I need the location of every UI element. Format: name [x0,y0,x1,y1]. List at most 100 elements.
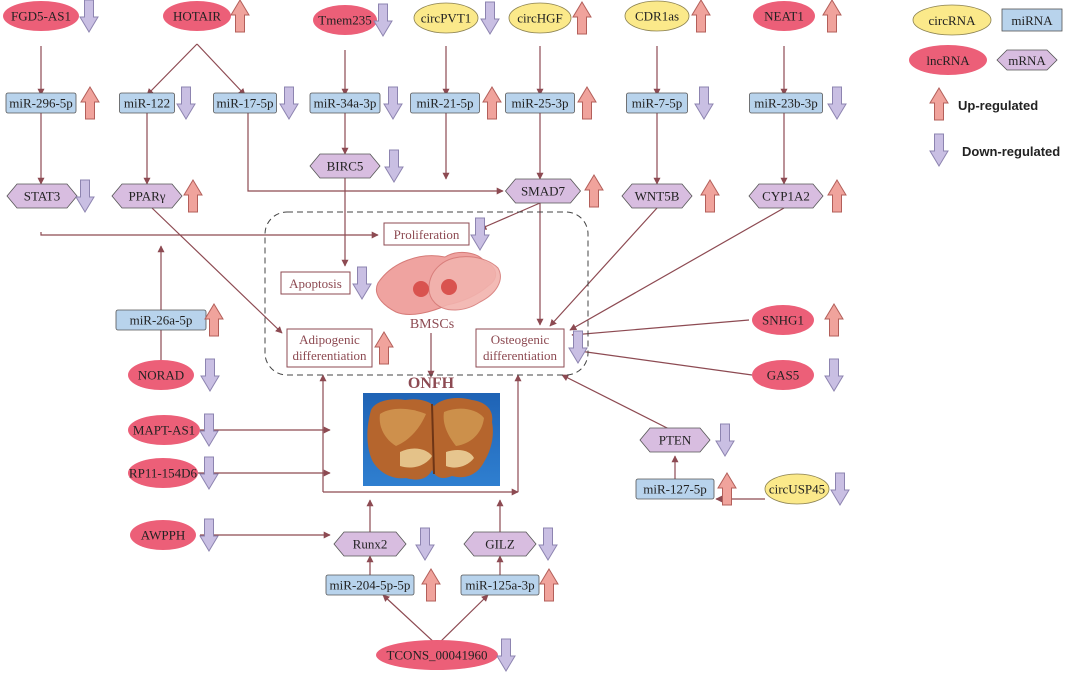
down-regulated-arrow-icon [75,179,95,213]
regulation-edge [571,319,750,338]
legend: circRNA miRNA lncRNA mRNA Up-regulated D… [909,4,1063,167]
down-regulated-arrow-icon [373,3,393,37]
adipogenic-differentiation-box [286,328,373,368]
circrna-shape [624,0,690,32]
node-rp11: RP11-154D6 [128,456,219,490]
proliferation-label: Proliferation [394,227,460,242]
mrna-shape [333,531,407,557]
onfh-title: ONFH [408,375,455,392]
circrna-shape [764,473,830,505]
up-regulated-arrow-icon [824,303,844,337]
node-mir122: miR-122 [119,86,196,120]
mrna-shape [639,427,711,453]
legend-mirna-label: miRNA [1011,13,1053,28]
node-label-neat1: NEAT1 [764,9,804,24]
up-regulated-arrow-icon [421,568,441,602]
legend-up-label: Up-regulated [958,98,1038,113]
legend-circrna-label: circRNA [929,13,977,28]
node-label-circpvt1: circPVT1 [421,11,472,26]
up-regulated-arrow-icon [700,179,720,213]
node-label-circhgf: circHGF [517,11,563,26]
apoptosis-box [280,271,351,295]
node-label-mir127: miR-127-5p [643,482,707,497]
down-regulated-arrow-icon [176,86,196,120]
mrna-shape [748,183,824,209]
node-wnt5b: WNT5B [621,179,720,213]
node-mir125a: miR-125a-3p [460,568,559,602]
femoral-head-photo-icon [363,393,500,486]
node-label-fgd5as1: FGD5-AS1 [11,9,71,24]
node-tmem235: Tmem235 [313,3,393,37]
regulation-edge [40,231,379,239]
node-label-norad: NORAD [138,368,184,383]
lncrna-shape [128,458,198,488]
node-label-mir34a: miR-34a-3p [314,96,377,111]
legend-down-arrow-icon [929,133,949,167]
up-regulated-arrow-icon [183,179,203,213]
legend-mrna-swatch [996,49,1058,71]
up-regulated-arrow-icon [827,179,847,213]
up-regulated-arrow-icon [80,86,100,120]
legend-lncrna-swatch [909,45,987,75]
node-mir26a: miR-26a-5p [115,303,224,337]
up-regulated-arrow-icon [204,303,224,337]
node-runx2: Runx2 [333,527,435,561]
node-pten: PTEN [639,423,735,457]
circrna-shape [413,2,479,34]
regulation-edge [479,202,541,230]
node-label-cyp1a2: CYP1A2 [762,189,810,204]
regulation-edge [549,207,658,327]
lncrna-shape [128,415,200,445]
mrna-shape [504,178,582,204]
node-mir23b: miR-23b-3p [749,86,847,120]
legend-mrna-label: mRNA [1008,53,1046,68]
node-label-mir26a: miR-26a-5p [130,313,193,328]
down-regulated-arrow-icon [538,527,558,561]
lncrna-shape [376,640,498,670]
node-mir25: miR-25-3p [505,86,597,120]
mirna-shape [213,92,277,114]
mrna-shape [463,531,537,557]
node-mir204: miR-204-5p-5p [325,568,441,602]
mirna-shape [635,478,715,500]
node-circhgf: circHGF [508,1,592,35]
edges [37,43,788,646]
up-regulated-arrow-icon [822,0,842,33]
down-regulated-arrow-icon [470,217,490,251]
node-label-mir122: miR-122 [124,96,170,111]
lncrna-shape [752,305,814,335]
down-regulated-arrow-icon [830,472,850,506]
mirna-shape [749,92,823,114]
node-label-mir125a: miR-125a-3p [465,578,534,593]
up-regulated-arrow-icon [572,1,592,35]
osteogenic-differentiation-box [475,328,565,368]
down-regulated-arrow-icon [715,423,735,457]
node-gas5: GAS5 [752,358,844,392]
bmsc-region [264,211,589,376]
apoptosis-label: Apoptosis [289,276,342,291]
regulation-edge [571,347,753,376]
node-norad: NORAD [128,358,220,392]
circrna-shape [508,2,572,34]
node-label-mir17: miR-17-5p [216,96,273,111]
down-regulated-arrow-icon [199,413,219,447]
down-regulated-arrow-icon [352,266,372,300]
adipogenic-label-line2: differentiation [292,348,367,363]
mirna-shape [309,92,381,114]
lncrna-shape [313,5,377,35]
up-regulated-arrow-icon [584,174,604,208]
down-regulated-arrow-icon [279,86,299,120]
node-mir7: miR-7-5p [626,86,714,120]
node-label-rp11: RP11-154D6 [129,466,198,481]
up-regulated-arrow-icon [230,0,250,33]
node-birc5: BIRC5 [309,149,404,183]
node-smad7: SMAD7 [504,174,604,208]
legend-circrna-swatch [912,4,992,36]
up-regulated-arrow-icon [691,0,711,33]
down-regulated-arrow-icon [480,1,500,35]
node-label-pten: PTEN [659,433,692,448]
regulation-edge [247,113,504,195]
legend-down-label: Down-regulated [962,144,1060,159]
node-mir127: miR-127-5p [635,472,737,506]
